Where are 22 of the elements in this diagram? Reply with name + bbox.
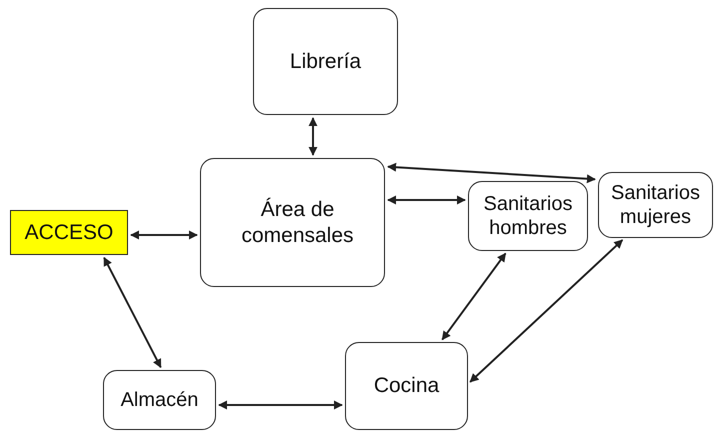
room-box <box>200 158 385 287</box>
double-arrow <box>130 230 198 240</box>
room-box <box>468 181 588 251</box>
room-box <box>598 172 713 238</box>
room-label: ACCESO <box>24 220 114 246</box>
double-arrow <box>470 239 624 383</box>
double-arrow <box>103 256 162 368</box>
double-arrow <box>442 252 506 340</box>
room-label: Sanitarios mujeres <box>610 181 701 229</box>
room-label: Área de comensales <box>240 197 355 248</box>
room-label: Cocina <box>374 373 440 399</box>
highlighted-box <box>10 210 128 255</box>
room-label: Sanitarios hombres <box>482 192 574 240</box>
room-box <box>345 342 468 430</box>
double-arrow <box>218 400 343 410</box>
room-box <box>103 370 216 430</box>
double-arrow <box>387 196 466 204</box>
room-box <box>253 8 398 115</box>
room-label: Librería <box>290 48 362 74</box>
double-arrow <box>308 117 318 156</box>
double-arrow <box>387 162 596 184</box>
room-label: Almacén <box>120 388 198 412</box>
